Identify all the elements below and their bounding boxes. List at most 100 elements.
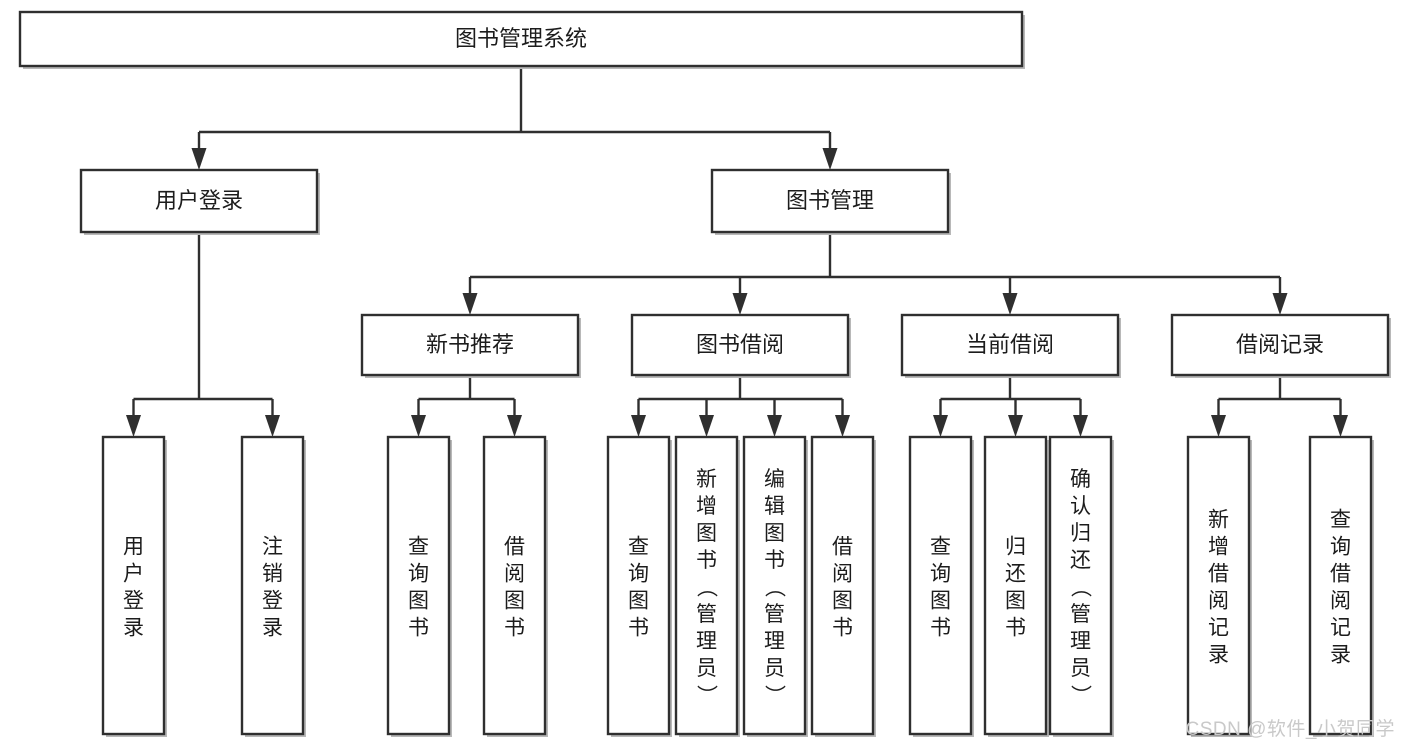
node-rect[interactable] <box>101 435 166 736</box>
node-label-char: 询 <box>628 563 649 586</box>
node-rect[interactable] <box>360 313 580 377</box>
node-label-char: 记 <box>1208 617 1229 640</box>
node-label-char: 录 <box>1330 644 1351 667</box>
node-label-char: 阅 <box>1330 590 1351 613</box>
node-label-char: 还 <box>1070 549 1091 572</box>
node-rect[interactable] <box>742 435 807 736</box>
node-leaf-query-book-c[interactable]: 查询图书查询图书 <box>908 435 974 737</box>
node-label-char: 归 <box>1070 522 1091 545</box>
node-label: 图书管理系统 <box>455 26 587 51</box>
node-label-char: 增 <box>696 495 717 518</box>
node-leaf-query-book-new[interactable]: 查询图书查询图书 <box>386 435 452 737</box>
node-label-char: 登 <box>123 590 144 613</box>
node-records[interactable]: 借阅记录 <box>1170 313 1391 378</box>
node-label: 新书推荐 <box>426 332 514 357</box>
node-label-char: 归 <box>1005 536 1026 559</box>
node-label-char: 书 <box>764 549 785 572</box>
node-rect[interactable] <box>1048 435 1113 736</box>
node-label-char: 新 <box>696 468 717 491</box>
node-label-char: 询 <box>930 563 951 586</box>
node-leaf-query-book-b[interactable]: 查询图书查询图书 <box>606 435 672 737</box>
node-label-char: 询 <box>1330 536 1351 559</box>
node-rect[interactable] <box>482 435 547 736</box>
node-leaf-query-record[interactable]: 查询借阅记录查询借阅记录 <box>1308 435 1374 737</box>
node-label-char: ） <box>763 685 786 706</box>
node-leaf-logout[interactable]: 注销登录注销登录 <box>240 435 306 737</box>
node-label-char: 理 <box>764 630 785 653</box>
node-rect[interactable] <box>1186 435 1251 736</box>
node-label-char: 理 <box>1070 630 1091 653</box>
node-label-char: （ <box>695 577 718 598</box>
node-label-char: 录 <box>262 617 283 640</box>
node-label-char: 辑 <box>764 495 785 518</box>
node-label: 当前借阅 <box>966 332 1054 357</box>
node-label-char: 借 <box>1208 563 1229 586</box>
node-label-char: 借 <box>504 536 525 559</box>
node-rect[interactable] <box>908 435 973 736</box>
node-label-char: 图 <box>764 522 785 545</box>
node-rect[interactable] <box>18 10 1024 68</box>
node-rect[interactable] <box>386 435 451 736</box>
node-label-char: 图 <box>696 522 717 545</box>
node-label: 用户登录 <box>155 188 243 213</box>
node-label-char: 阅 <box>1208 590 1229 613</box>
node-leaf-add-record[interactable]: 新增借阅记录新增借阅记录 <box>1186 435 1252 737</box>
node-label-char: 图 <box>1005 590 1026 613</box>
node-newbook[interactable]: 新书推荐 <box>360 313 581 378</box>
node-label-char: 图 <box>930 590 951 613</box>
edges-layer <box>126 66 1348 437</box>
node-leaf-return-book[interactable]: 归还图书归还图书 <box>983 435 1049 737</box>
node-label-char: 录 <box>1208 644 1229 667</box>
node-rect[interactable] <box>606 435 671 736</box>
node-label-char: 员 <box>1070 657 1091 680</box>
node-login[interactable]: 用户登录 <box>79 168 320 235</box>
node-rect[interactable] <box>1308 435 1373 736</box>
node-label-char: 还 <box>1005 563 1026 586</box>
node-label-char: 查 <box>628 536 649 559</box>
node-label-char: 书 <box>832 617 853 640</box>
node-label-char: 员 <box>764 657 785 680</box>
node-label-char: 书 <box>408 617 429 640</box>
node-rect[interactable] <box>79 168 319 234</box>
node-leaf-borrow-book-new[interactable]: 借阅图书借阅图书 <box>482 435 548 737</box>
node-label-char: 记 <box>1330 617 1351 640</box>
node-label-char: ） <box>695 685 718 706</box>
node-label: 图书借阅 <box>696 332 784 357</box>
node-label-char: 阅 <box>504 563 525 586</box>
node-label-char: 理 <box>696 630 717 653</box>
node-label-char: 查 <box>408 536 429 559</box>
node-leaf-user-login[interactable]: 用户登录用户登录 <box>101 435 167 737</box>
node-label-char: 图 <box>408 590 429 613</box>
node-label-char: 询 <box>408 563 429 586</box>
node-rect[interactable] <box>1170 313 1390 377</box>
node-label-char: 户 <box>123 563 144 586</box>
node-borrow[interactable]: 图书借阅 <box>630 313 851 378</box>
node-rect[interactable] <box>240 435 305 736</box>
node-root[interactable]: 图书管理系统 <box>18 10 1025 69</box>
node-label-char: 书 <box>696 549 717 572</box>
node-rect[interactable] <box>710 168 950 234</box>
node-leaf-borrow-book-b[interactable]: 借阅图书借阅图书 <box>810 435 876 737</box>
node-rect[interactable] <box>630 313 850 377</box>
node-rect[interactable] <box>810 435 875 736</box>
node-label-char: 书 <box>1005 617 1026 640</box>
node-current[interactable]: 当前借阅 <box>900 313 1121 378</box>
node-label-char: 查 <box>1330 509 1351 532</box>
node-rect[interactable] <box>900 313 1120 377</box>
node-rect[interactable] <box>674 435 739 736</box>
node-label-char: （ <box>763 577 786 598</box>
node-label-char: 书 <box>504 617 525 640</box>
node-label-char: 管 <box>764 603 785 626</box>
node-label-char: 注 <box>262 536 283 559</box>
node-label-char: 图 <box>504 590 525 613</box>
node-label-char: 用 <box>123 536 144 559</box>
node-bookmgr[interactable]: 图书管理 <box>710 168 951 235</box>
node-label-char: 书 <box>930 617 951 640</box>
node-rect[interactable] <box>983 435 1048 736</box>
nodes-layer: 图书管理系统用户登录图书管理新书推荐图书借阅当前借阅借阅记录用户登录用户登录注销… <box>18 10 1391 737</box>
node-label-char: 录 <box>123 617 144 640</box>
